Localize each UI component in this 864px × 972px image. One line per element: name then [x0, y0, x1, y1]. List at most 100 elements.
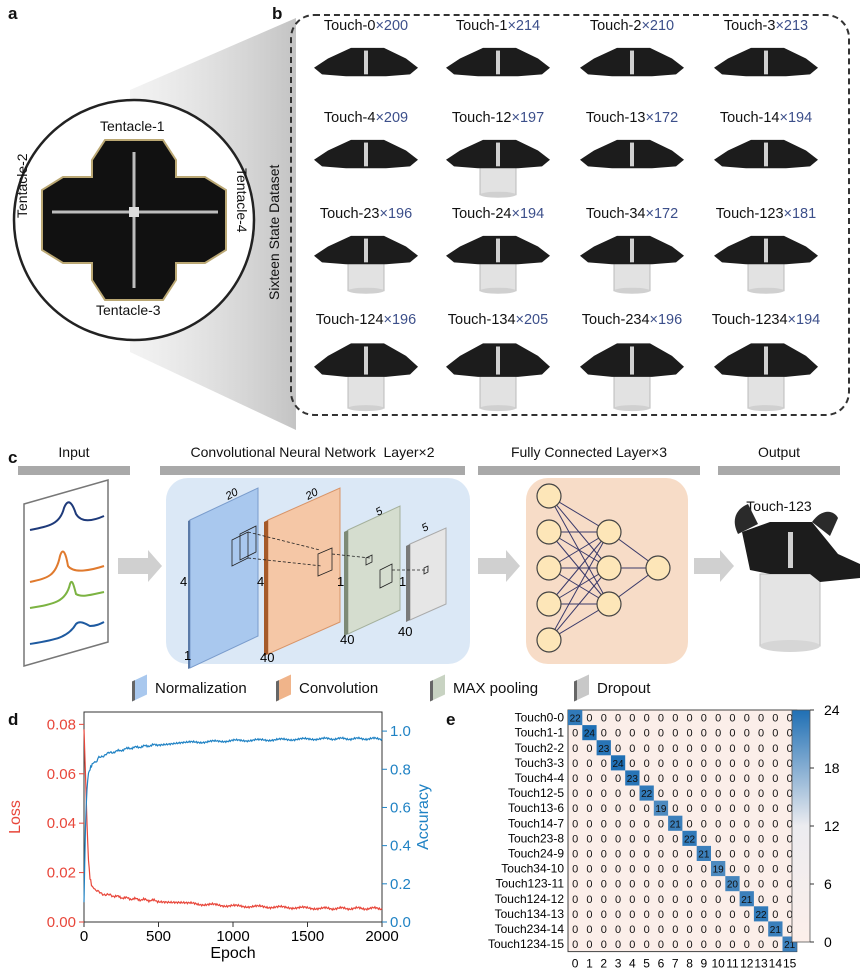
- state-count: ×194: [511, 206, 545, 222]
- matrix-cell-value: 0: [601, 803, 607, 815]
- matrix-cell-value: 0: [586, 939, 592, 951]
- matrix-cell-value: 0: [629, 939, 635, 951]
- state-count: ×181: [783, 206, 817, 222]
- y-left-tick-label: 0.02: [47, 865, 76, 882]
- matrix-cell-value: 0: [672, 894, 678, 906]
- state-count: ×172: [645, 110, 679, 126]
- matrix-cell-value: 0: [701, 803, 707, 815]
- state-label: Touch-24×194: [432, 206, 564, 222]
- matrix-cell-value: 0: [629, 849, 635, 861]
- matrix-cell-value: 0: [572, 728, 578, 740]
- matrix-cell-value: 0: [615, 864, 621, 876]
- dim-pool-top: 5: [374, 505, 386, 519]
- matrix-cell-value: 0: [586, 833, 592, 845]
- matrix-cell-value: 0: [787, 773, 793, 785]
- matrix-cell-value: 0: [701, 788, 707, 800]
- row-label: Touch2-2: [515, 741, 565, 755]
- matrix-cell-value: 0: [586, 849, 592, 861]
- col-label: 12: [740, 957, 754, 971]
- matrix-cell-value: 0: [601, 864, 607, 876]
- dim-pool-side: 1: [337, 574, 344, 589]
- matrix-cell-value: 0: [744, 758, 750, 770]
- matrix-cell-value: 0: [672, 864, 678, 876]
- matrix-cell-value: 0: [729, 728, 735, 740]
- matrix-cell-value: 0: [715, 909, 721, 921]
- matrix-cell-value: 0: [601, 758, 607, 770]
- matrix-cell-value: 0: [658, 788, 664, 800]
- legend-label: Dropout: [597, 679, 651, 697]
- matrix-cell-value: 0: [615, 849, 621, 861]
- matrix-cell-value: 0: [586, 894, 592, 906]
- y-right-tick-label: 0.2: [390, 876, 411, 893]
- matrix-cell-value: 0: [744, 743, 750, 755]
- y-left-tick-label: 0.04: [47, 815, 76, 832]
- input-bar: [18, 466, 130, 475]
- col-label: 2: [600, 957, 607, 971]
- legend-item: Dropout: [574, 674, 651, 702]
- matrix-cell-value: 0: [787, 713, 793, 725]
- state-device-image: [314, 343, 418, 412]
- state-label: Touch-1×214: [432, 18, 564, 34]
- matrix-cell-value: 0: [686, 849, 692, 861]
- matrix-cell-diagonal: [768, 921, 783, 937]
- output-bar: [718, 466, 840, 475]
- matrix-cell-value: 0: [744, 833, 750, 845]
- matrix-cell-value: 0: [772, 773, 778, 785]
- row-label: Touch13-6: [508, 801, 564, 815]
- matrix-cell-value: 0: [744, 713, 750, 725]
- matrix-cell-value: 21: [698, 850, 710, 861]
- state-count: ×214: [507, 18, 541, 34]
- matrix-cell-value: 0: [644, 894, 650, 906]
- panel-label-c: c: [8, 448, 18, 467]
- matrix-cell-diagonal: [711, 861, 726, 877]
- matrix-cell-value: 0: [758, 773, 764, 785]
- matrix-cell-value: 0: [729, 939, 735, 951]
- state-device-image: [714, 47, 818, 77]
- matrix-cell-value: 0: [572, 788, 578, 800]
- matrix-cell-value: 0: [629, 803, 635, 815]
- matrix-cell-value: 0: [629, 758, 635, 770]
- matrix-cell-value: 0: [615, 894, 621, 906]
- matrix-cell-value: 0: [744, 864, 750, 876]
- matrix-cell-value: 0: [686, 788, 692, 800]
- matrix-cell-value: 0: [672, 788, 678, 800]
- panel-label-e: e: [446, 710, 456, 729]
- fc-network: [536, 483, 671, 653]
- matrix-cell-value: 0: [772, 728, 778, 740]
- state-label: Touch-13×172: [566, 110, 698, 126]
- state-label: Touch-1234×194: [700, 312, 832, 328]
- matrix-cell-value: 0: [572, 818, 578, 830]
- matrix-cell-value: 0: [758, 818, 764, 830]
- neuron-node: [536, 483, 562, 509]
- state-name: Touch-23: [319, 206, 380, 222]
- matrix-cell-diagonal: [696, 845, 711, 861]
- matrix-cell-value: 21: [770, 925, 782, 936]
- neuron-node: [536, 519, 562, 545]
- matrix-cell-value: 0: [615, 833, 621, 845]
- state-device-image: [314, 139, 418, 169]
- matrix-cell-value: 0: [601, 879, 607, 891]
- state-count: ×196: [379, 206, 413, 222]
- legend-item: MAX pooling: [430, 674, 538, 702]
- state-label: Touch-134×205: [432, 312, 564, 328]
- matrix-cell-value: 0: [658, 758, 664, 770]
- dim-norm-side: 4: [180, 574, 187, 589]
- matrix-cell-value: 0: [586, 924, 592, 936]
- matrix-cell-value: 0: [715, 773, 721, 785]
- state-name: Touch-1: [455, 18, 508, 34]
- matrix-cell-value: 0: [658, 713, 664, 725]
- matrix-cell-value: 0: [658, 924, 664, 936]
- col-label: 8: [686, 957, 693, 971]
- y-left-axis-label: Loss: [7, 800, 24, 834]
- matrix-cell-value: 0: [686, 818, 692, 830]
- row-label: Touch134-13: [495, 907, 565, 921]
- matrix-cell-value: 0: [787, 788, 793, 800]
- state-device-image: [446, 47, 550, 77]
- matrix-cell-value: 0: [658, 849, 664, 861]
- matrix-cell-value: 0: [772, 803, 778, 815]
- matrix-cell-value: 0: [772, 939, 778, 951]
- dim-drop-side: 1: [399, 574, 406, 589]
- input-signal-card: [23, 479, 109, 667]
- matrix-cell-value: 0: [701, 758, 707, 770]
